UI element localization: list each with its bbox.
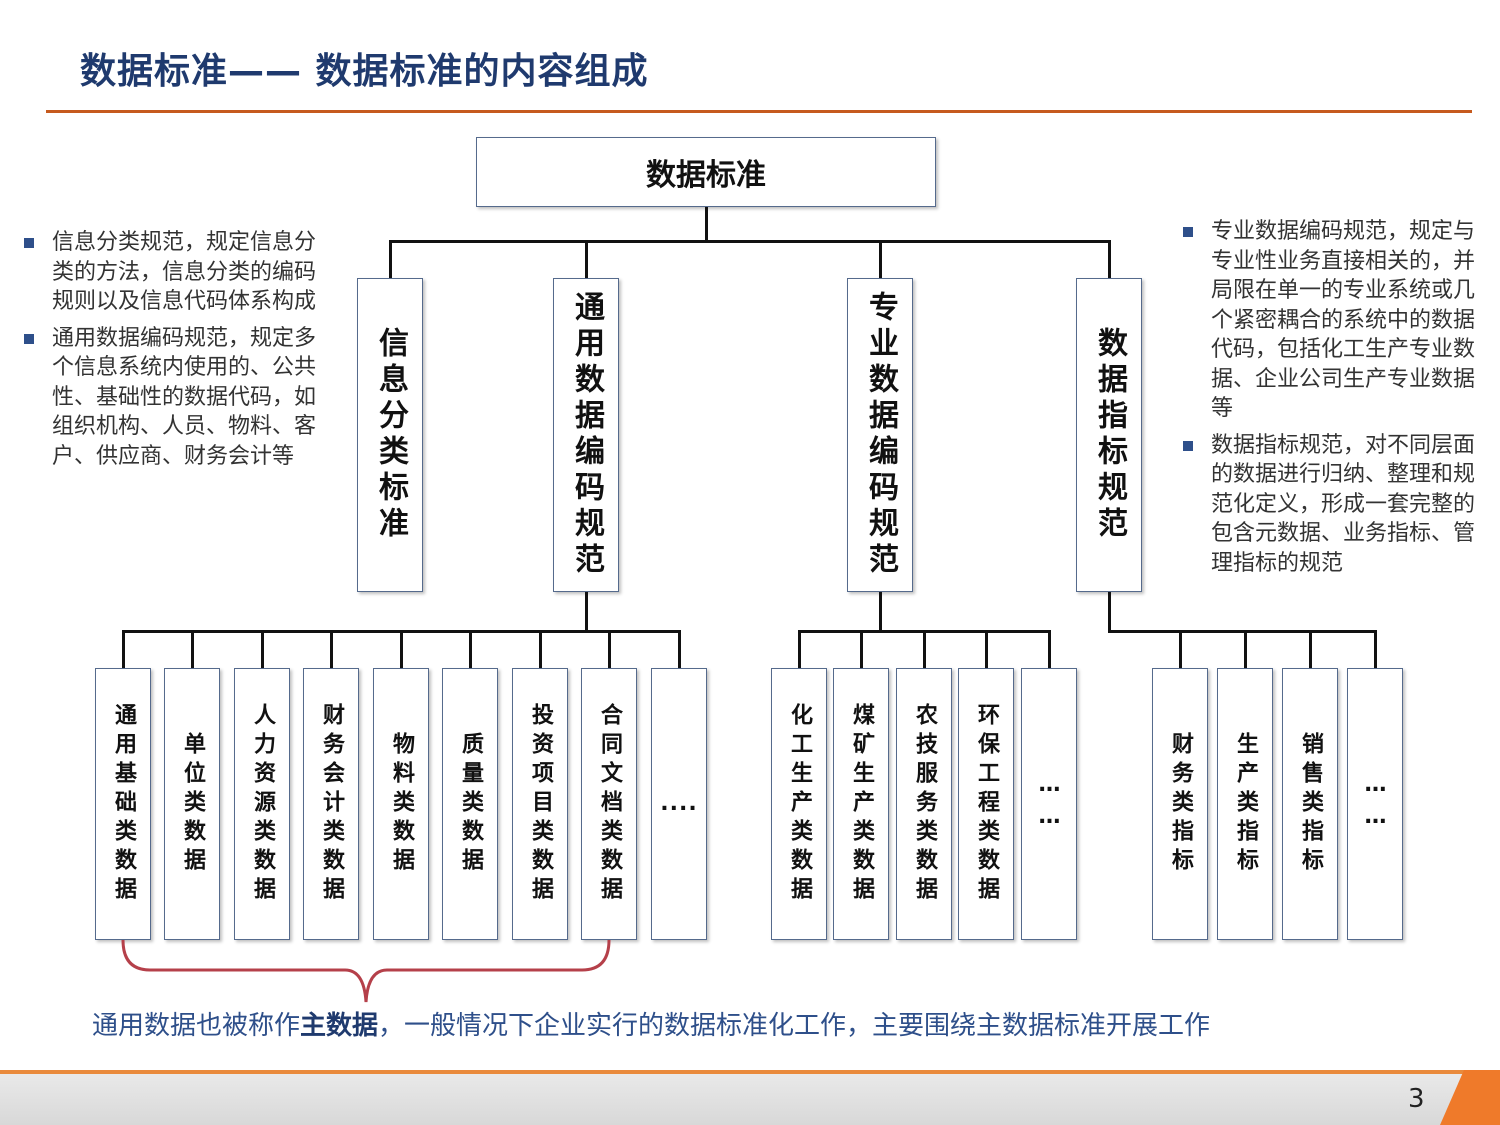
bullet-square-icon bbox=[24, 333, 34, 344]
connector bbox=[705, 207, 708, 242]
footer-text-after: ，一般情况下企业实行的数据标准化工作，主要围绕主数据标准开展工作 bbox=[378, 1011, 1211, 1041]
note-text: 专业数据编码规范，规定与专业性业务直接相关的，并局限在单一的专业系统或几个紧密耦… bbox=[1211, 219, 1476, 421]
leaf-label: …… bbox=[1363, 772, 1388, 836]
leaf-contract: 合同文档类数据 bbox=[581, 668, 637, 940]
leaf-indicator-more: …… bbox=[1347, 668, 1403, 940]
bottom-bar bbox=[0, 1070, 1500, 1125]
leaf-label: 财务会计类数据 bbox=[319, 702, 344, 906]
leaf-hr: 人力资源类数据 bbox=[234, 668, 290, 940]
connector bbox=[400, 630, 403, 668]
connector bbox=[191, 630, 194, 668]
leaf-chemical: 化工生产类数据 bbox=[771, 668, 827, 940]
note-item: 数据指标规范，对不同层面的数据进行归纳、整理和规范化定义，形成一套完整的包含元数… bbox=[1183, 431, 1479, 579]
connector bbox=[1179, 630, 1182, 668]
note-item: 通用数据编码规范，规定多个信息系统内使用的、公共性、基础性的数据代码，如组织机构… bbox=[24, 324, 324, 472]
footer-note: 通用数据也被称作主数据，一般情况下企业实行的数据标准化工作，主要围绕主数据标准开… bbox=[92, 1008, 1282, 1044]
leaf-label: 销售类指标 bbox=[1298, 731, 1323, 877]
bracket-path bbox=[121, 940, 611, 1003]
leaf-unit: 单位类数据 bbox=[164, 668, 220, 940]
leaf-label: 质量类数据 bbox=[458, 731, 483, 877]
title-divider bbox=[46, 110, 1472, 113]
connector bbox=[330, 630, 333, 668]
connector bbox=[585, 592, 588, 632]
connector bbox=[1309, 630, 1312, 668]
connector bbox=[860, 630, 863, 668]
root-node: 数据标准 bbox=[476, 137, 936, 207]
node-indicator-spec: 数据指标规范 bbox=[1076, 278, 1142, 592]
leaf-investment: 投资项目类数据 bbox=[512, 668, 568, 940]
leaf-coal: 煤矿生产类数据 bbox=[833, 668, 889, 940]
right-notes: 专业数据编码规范，规定与专业性业务直接相关的，并局限在单一的专业系统或几个紧密耦… bbox=[1183, 217, 1479, 585]
leaf-label: 合同文档类数据 bbox=[597, 702, 622, 906]
node-label: 信息分类标准 bbox=[373, 327, 408, 543]
page-title: 数据标准—— 数据标准的内容组成 bbox=[80, 51, 649, 92]
leaf-agri: 农技服务类数据 bbox=[896, 668, 952, 940]
leaf-label: 化工生产类数据 bbox=[787, 702, 812, 906]
note-item: 专业数据编码规范，规定与专业性业务直接相关的，并局限在单一的专业系统或几个紧密耦… bbox=[1183, 217, 1479, 424]
leaf-env: 环保工程类数据 bbox=[958, 668, 1014, 940]
connector bbox=[678, 630, 681, 668]
connector bbox=[389, 240, 1111, 243]
connector bbox=[798, 630, 801, 668]
node-label: 数据指标规范 bbox=[1092, 327, 1127, 543]
connector bbox=[261, 630, 264, 668]
connector bbox=[879, 240, 882, 278]
connector bbox=[923, 630, 926, 668]
leaf-label: 单位类数据 bbox=[180, 731, 205, 877]
root-label: 数据标准 bbox=[646, 158, 766, 193]
connector bbox=[1374, 630, 1377, 668]
leaf-label: 农技服务类数据 bbox=[912, 702, 937, 906]
connector bbox=[585, 240, 588, 278]
note-item: 信息分类规范，规定信息分类的方法，信息分类的编码规则以及信息代码体系构成 bbox=[24, 228, 324, 317]
note-text: 数据指标规范，对不同层面的数据进行归纳、整理和规范化定义，形成一套完整的包含元数… bbox=[1211, 432, 1476, 576]
bracket-icon bbox=[121, 940, 611, 1003]
leaf-label: …… bbox=[1037, 772, 1062, 836]
connector bbox=[985, 630, 988, 668]
node-general-coding: 通用数据编码规范 bbox=[553, 278, 619, 592]
leaf-label: 人力资源类数据 bbox=[250, 702, 275, 906]
connector bbox=[608, 630, 611, 668]
connector bbox=[539, 630, 542, 668]
page-number: 3 bbox=[1408, 1084, 1425, 1114]
leaf-general-more: .... bbox=[651, 668, 707, 940]
leaf-label: 通用基础类数据 bbox=[111, 702, 136, 906]
node-info-classification: 信息分类标准 bbox=[357, 278, 423, 592]
leaf-label: 环保工程类数据 bbox=[974, 702, 999, 906]
connector bbox=[469, 630, 472, 668]
left-notes: 信息分类规范，规定信息分类的方法，信息分类的编码规则以及信息代码体系构成 通用数… bbox=[24, 228, 324, 478]
leaf-label: 投资项目类数据 bbox=[528, 702, 553, 906]
leaf-label: .... bbox=[660, 791, 698, 816]
footer-text-bold: 主数据 bbox=[300, 1011, 379, 1041]
leaf-sales-indicator: 销售类指标 bbox=[1282, 668, 1338, 940]
connector bbox=[1108, 592, 1111, 632]
connector bbox=[879, 592, 882, 632]
leaf-professional-more: …… bbox=[1021, 668, 1077, 940]
leaf-quality: 质量类数据 bbox=[442, 668, 498, 940]
leaf-production-indicator: 生产类指标 bbox=[1217, 668, 1273, 940]
leaf-finance: 财务会计类数据 bbox=[303, 668, 359, 940]
note-text: 信息分类规范，规定信息分类的方法，信息分类的编码规则以及信息代码体系构成 bbox=[52, 230, 317, 314]
leaf-material: 物料类数据 bbox=[373, 668, 429, 940]
connector bbox=[1108, 240, 1111, 278]
leaf-label: 物料类数据 bbox=[389, 731, 414, 877]
connector bbox=[1108, 630, 1377, 633]
leaf-label: 财务类指标 bbox=[1168, 731, 1193, 877]
bullet-square-icon bbox=[24, 238, 34, 248]
leaf-general-basic: 通用基础类数据 bbox=[95, 668, 151, 940]
bullet-square-icon bbox=[1183, 440, 1193, 451]
leaf-label: 生产类指标 bbox=[1233, 731, 1258, 877]
node-label: 专业数据编码规范 bbox=[863, 291, 898, 579]
footer-text-before: 通用数据也被称作 bbox=[92, 1011, 301, 1041]
note-text: 通用数据编码规范，规定多个信息系统内使用的、公共性、基础性的数据代码，如组织机构… bbox=[52, 325, 317, 469]
bullet-square-icon bbox=[1183, 227, 1193, 237]
node-professional-coding: 专业数据编码规范 bbox=[847, 278, 913, 592]
connector bbox=[122, 630, 125, 668]
connector bbox=[1244, 630, 1247, 668]
leaf-finance-indicator: 财务类指标 bbox=[1152, 668, 1208, 940]
connector bbox=[1048, 630, 1051, 668]
connector bbox=[389, 240, 392, 278]
node-label: 通用数据编码规范 bbox=[569, 291, 604, 579]
leaf-label: 煤矿生产类数据 bbox=[849, 702, 874, 906]
